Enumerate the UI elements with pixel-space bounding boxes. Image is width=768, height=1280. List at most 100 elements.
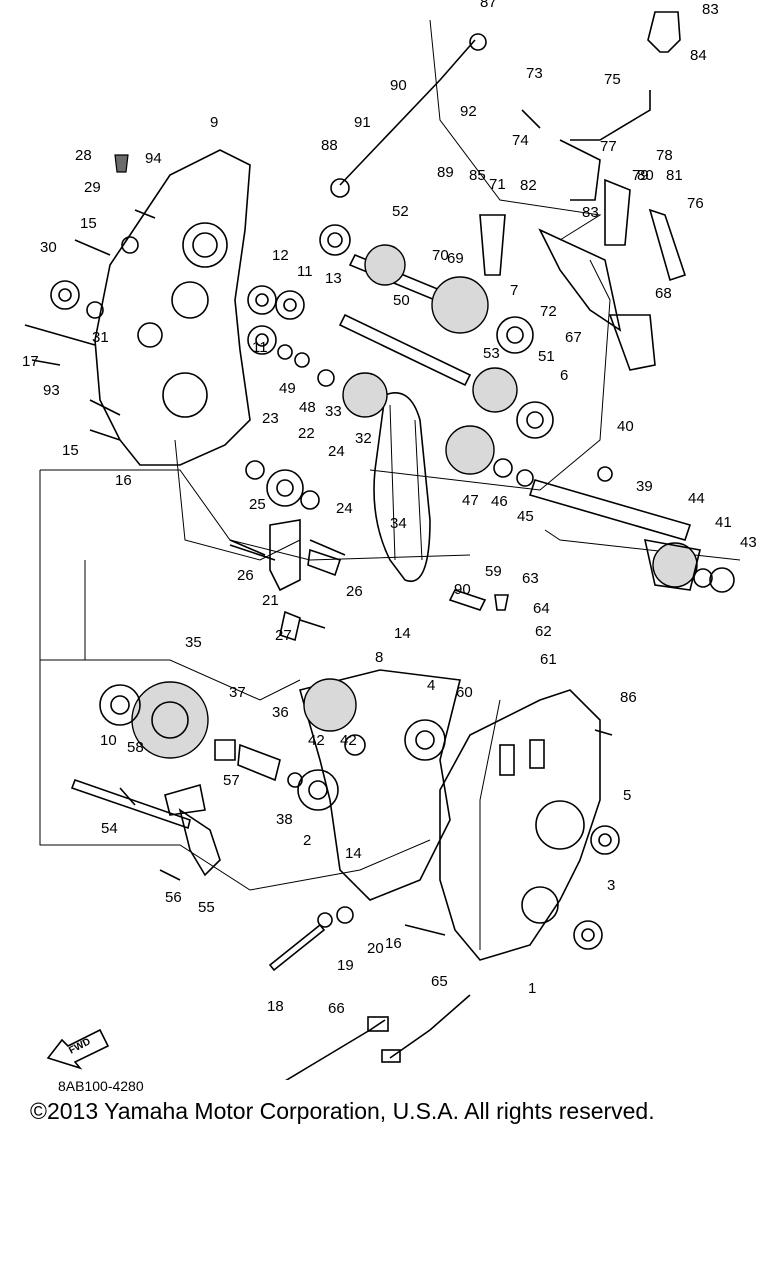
callout-20: 20 — [367, 940, 384, 957]
callout-92: 92 — [460, 103, 477, 120]
callout-94: 94 — [145, 150, 162, 167]
callout-41: 41 — [715, 514, 732, 531]
callout-63: 63 — [522, 570, 539, 587]
callout-5: 5 — [623, 787, 631, 804]
callout-73: 73 — [526, 65, 543, 82]
callout-33: 33 — [325, 403, 342, 420]
callout-1: 1 — [528, 980, 536, 997]
callout-39: 39 — [636, 478, 653, 495]
callout-90: 90 — [454, 581, 471, 598]
callout-87: 87 — [480, 0, 497, 11]
callout-14: 14 — [345, 845, 362, 862]
callout-64: 64 — [533, 600, 550, 617]
callout-10: 10 — [100, 732, 117, 749]
gears — [131, 244, 698, 759]
callout-15: 15 — [80, 215, 97, 232]
callout-30: 30 — [40, 239, 57, 256]
callout-15: 15 — [62, 442, 79, 459]
callout-37: 37 — [229, 684, 246, 701]
callout-85: 85 — [469, 167, 486, 184]
callout-48: 48 — [299, 399, 316, 416]
callout-42: 42 — [340, 732, 357, 749]
callout-16: 16 — [115, 472, 132, 489]
callout-34: 34 — [390, 515, 407, 532]
callout-78: 78 — [656, 147, 673, 164]
drawing-code: 8AB100-4280 — [58, 1078, 144, 1094]
callout-40: 40 — [617, 418, 634, 435]
callout-88: 88 — [321, 137, 338, 154]
wire-harnesses — [285, 994, 471, 1080]
callout-46: 46 — [491, 493, 508, 510]
callout-67: 67 — [565, 329, 582, 346]
fwd-label: FWD — [67, 1036, 92, 1056]
callout-76: 76 — [687, 195, 704, 212]
callout-13: 13 — [325, 270, 342, 287]
callout-26: 26 — [346, 583, 363, 600]
callout-45: 45 — [517, 508, 534, 525]
copyright-notice: ©2013 Yamaha Motor Corporation, U.S.A. A… — [30, 1098, 655, 1124]
callout-8: 8 — [375, 649, 383, 666]
callout-51: 51 — [538, 348, 555, 365]
callout-44: 44 — [688, 490, 705, 507]
callout-11: 11 — [297, 263, 313, 280]
callout-49: 49 — [279, 380, 296, 397]
drive-chain — [373, 392, 431, 582]
callout-11: 11 — [252, 339, 268, 356]
callout-58: 58 — [127, 739, 144, 756]
callout-84: 84 — [690, 47, 707, 64]
fasteners — [24, 109, 613, 936]
callout-52: 52 — [392, 203, 409, 220]
callout-72: 72 — [540, 303, 557, 320]
callout-50: 50 — [393, 292, 410, 309]
callout-89: 89 — [437, 164, 454, 181]
callout-71: 71 — [489, 176, 506, 193]
callout-91: 91 — [354, 114, 371, 131]
callout-53: 53 — [483, 345, 500, 362]
callout-59: 59 — [485, 563, 502, 580]
callout-55: 55 — [198, 899, 215, 916]
callout-54: 54 — [101, 820, 118, 837]
callout-23: 23 — [262, 410, 279, 427]
callout-81: 81 — [666, 167, 683, 184]
callout-70: 70 — [432, 247, 449, 264]
callout-layer: 1234567891011111213141415151616171819202… — [0, 0, 757, 1017]
callout-35: 35 — [185, 634, 202, 651]
callout-43: 43 — [740, 534, 757, 551]
callout-29: 29 — [84, 179, 101, 196]
callout-24: 24 — [328, 443, 345, 460]
callout-57: 57 — [223, 772, 240, 789]
callout-68: 68 — [655, 285, 672, 302]
callout-25: 25 — [249, 496, 266, 513]
callout-69: 69 — [447, 250, 464, 267]
callout-47: 47 — [462, 492, 479, 509]
callout-56: 56 — [165, 889, 182, 906]
bearings-and-seals — [50, 224, 735, 950]
callout-9: 9 — [210, 114, 218, 131]
callout-27: 27 — [275, 627, 292, 644]
callout-93: 93 — [43, 382, 60, 399]
callout-3: 3 — [607, 877, 615, 894]
callout-2: 2 — [303, 832, 311, 849]
callout-74: 74 — [512, 132, 529, 149]
callout-75: 75 — [604, 71, 621, 88]
callout-90: 90 — [390, 77, 407, 94]
callout-95: 95 — [0, 0, 17, 4]
left-crankcase-cover — [94, 149, 251, 466]
callout-7: 7 — [510, 282, 518, 299]
callout-14: 14 — [394, 625, 411, 642]
callout-60: 60 — [456, 684, 473, 701]
callout-32: 32 — [355, 430, 372, 447]
callout-82: 82 — [520, 177, 537, 194]
callout-22: 22 — [298, 425, 315, 442]
fwd-arrow-icon: FWD — [46, 1028, 110, 1070]
callout-61: 61 — [540, 651, 557, 668]
callout-31: 31 — [92, 329, 109, 346]
shift-fork-parts — [159, 519, 701, 881]
callout-12: 12 — [272, 247, 289, 264]
callout-62: 62 — [535, 623, 552, 640]
callout-83: 83 — [582, 204, 599, 221]
callout-4: 4 — [427, 677, 435, 694]
callout-6: 6 — [560, 367, 568, 384]
callout-16: 16 — [385, 935, 402, 952]
